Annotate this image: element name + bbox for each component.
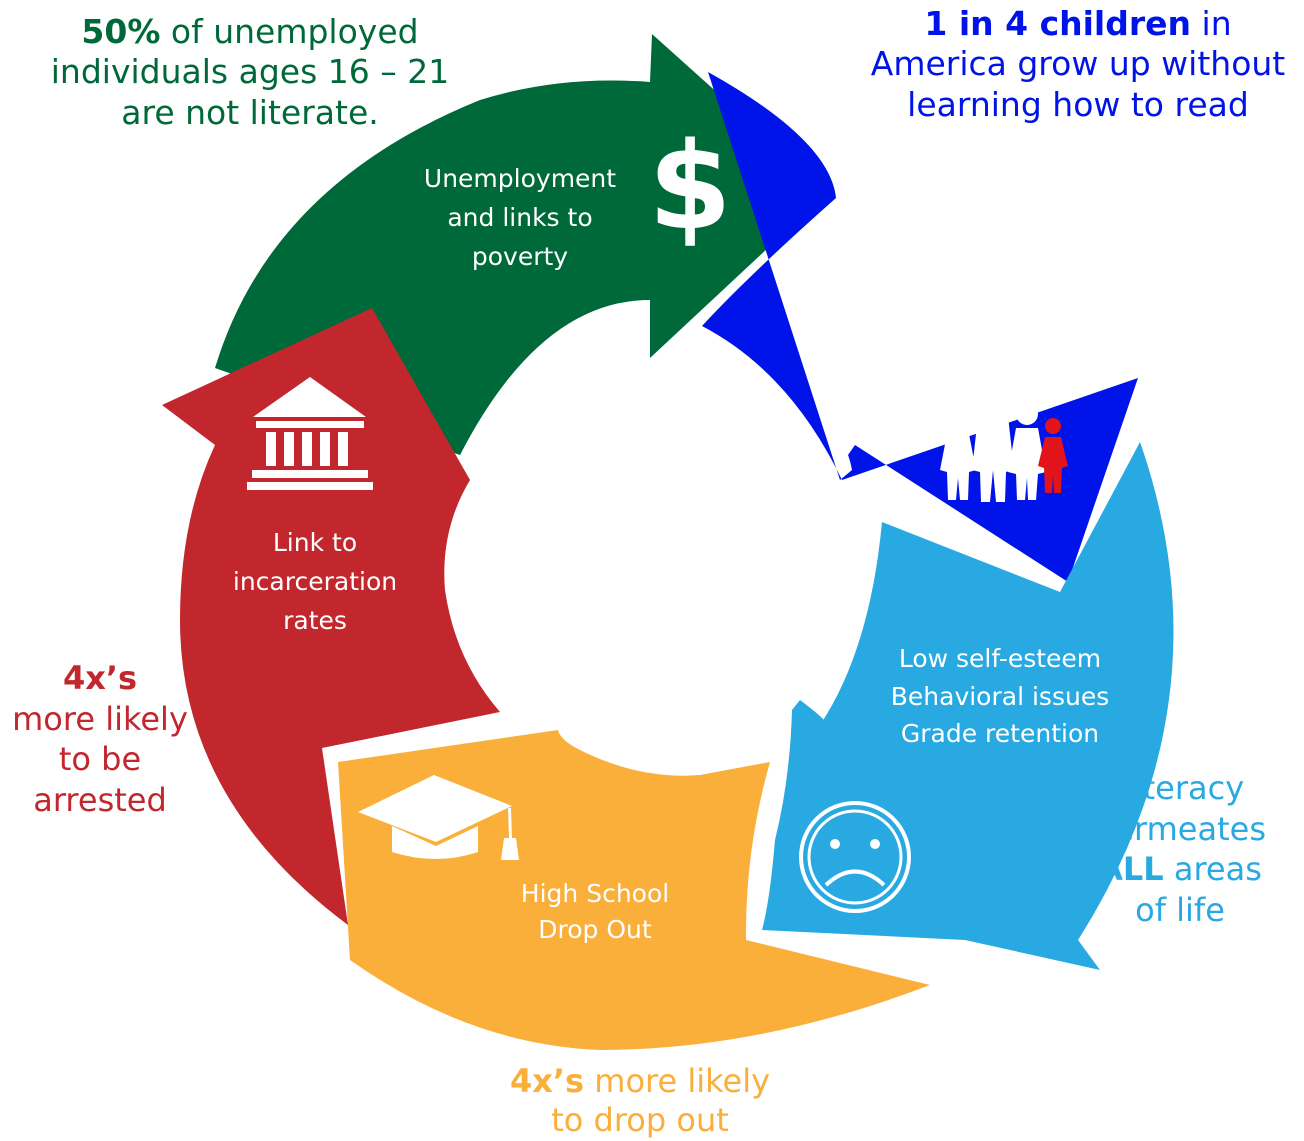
callout-text: America grow up without: [870, 44, 1286, 84]
sad-face-icon: [799, 801, 911, 913]
callout-text: areas: [1173, 850, 1262, 889]
segment-label-unemployment: Unemployment and links to poverty: [400, 160, 640, 276]
label-line: incarceration: [232, 566, 398, 596]
callout-literacy-stat: Literacy permeates ALL areas of life: [1080, 768, 1280, 931]
courthouse-icon: [247, 377, 373, 490]
callout-unemployment-stat: 50% of unemployed individuals ages 16 – …: [40, 12, 460, 133]
callout-bold: 4x’s: [509, 1062, 585, 1100]
callout-bold: 4x’s: [62, 659, 138, 697]
label-line: Grade Readers: [807, 282, 993, 312]
callout-children-stat: 1 in 4 children in America grow up witho…: [858, 4, 1298, 125]
label-line: High School: [520, 879, 670, 908]
callout-text: arrested: [33, 780, 167, 819]
label-line: Unemployment: [423, 164, 617, 193]
callout-bold: 1 in 4 children: [924, 4, 1192, 43]
dollar-sign-icon: $: [648, 118, 732, 257]
label-line: Low self-esteem: [898, 644, 1102, 673]
label-line: Struggling 3rd: [810, 244, 990, 273]
label-line: Drop Out: [538, 915, 652, 945]
callout-text: to drop out: [551, 1101, 729, 1140]
callout-arrest-stat: 4x’s more likely to be arrested: [0, 658, 200, 821]
callout-text: more likely: [12, 699, 188, 738]
segment-label-incarceration: Link to incarceration rates: [210, 524, 420, 640]
label-line: poverty: [471, 241, 569, 271]
callout-text: of life: [1135, 890, 1225, 929]
label-line: Link to: [272, 528, 358, 557]
callout-text: Literacy: [1115, 769, 1245, 807]
callout-bold: ALL: [1098, 850, 1164, 889]
label-line: rates: [283, 605, 347, 635]
callout-text: of unemployed: [170, 12, 419, 51]
callout-drop-out-stat: 4x’s more likely to drop out: [490, 1062, 790, 1140]
label-line: Grade retention: [900, 719, 1100, 748]
segment-label-struggling-readers: Struggling 3rd Grade Readers: [790, 240, 1010, 318]
segment-label-drop-out: High School Drop Out: [480, 876, 710, 949]
label-line: and links to: [447, 202, 593, 232]
dollar-glyph: $: [648, 118, 732, 257]
segment-struggling-readers-arrow: [702, 72, 1138, 582]
callout-text: are not literate.: [121, 92, 379, 132]
segment-incarceration-arrow: [162, 308, 500, 925]
label-line: Behavioral issues: [890, 681, 1110, 711]
callout-text: individuals ages 16 – 21: [50, 52, 450, 92]
callout-text: permeates: [1094, 809, 1266, 848]
callout-text: learning how to read: [907, 84, 1249, 124]
segment-self-esteem-arrow: [762, 442, 1174, 970]
segment-label-self-esteem: Low self-esteem Behavioral issues Grade …: [870, 640, 1130, 753]
callout-bold: 50%: [81, 12, 161, 51]
callout-text: in: [1201, 4, 1232, 43]
graduation-cap-icon: [358, 775, 519, 860]
family-icon: [940, 387, 1068, 502]
callout-text: to be: [58, 740, 142, 779]
callout-text: more likely: [594, 1062, 771, 1100]
